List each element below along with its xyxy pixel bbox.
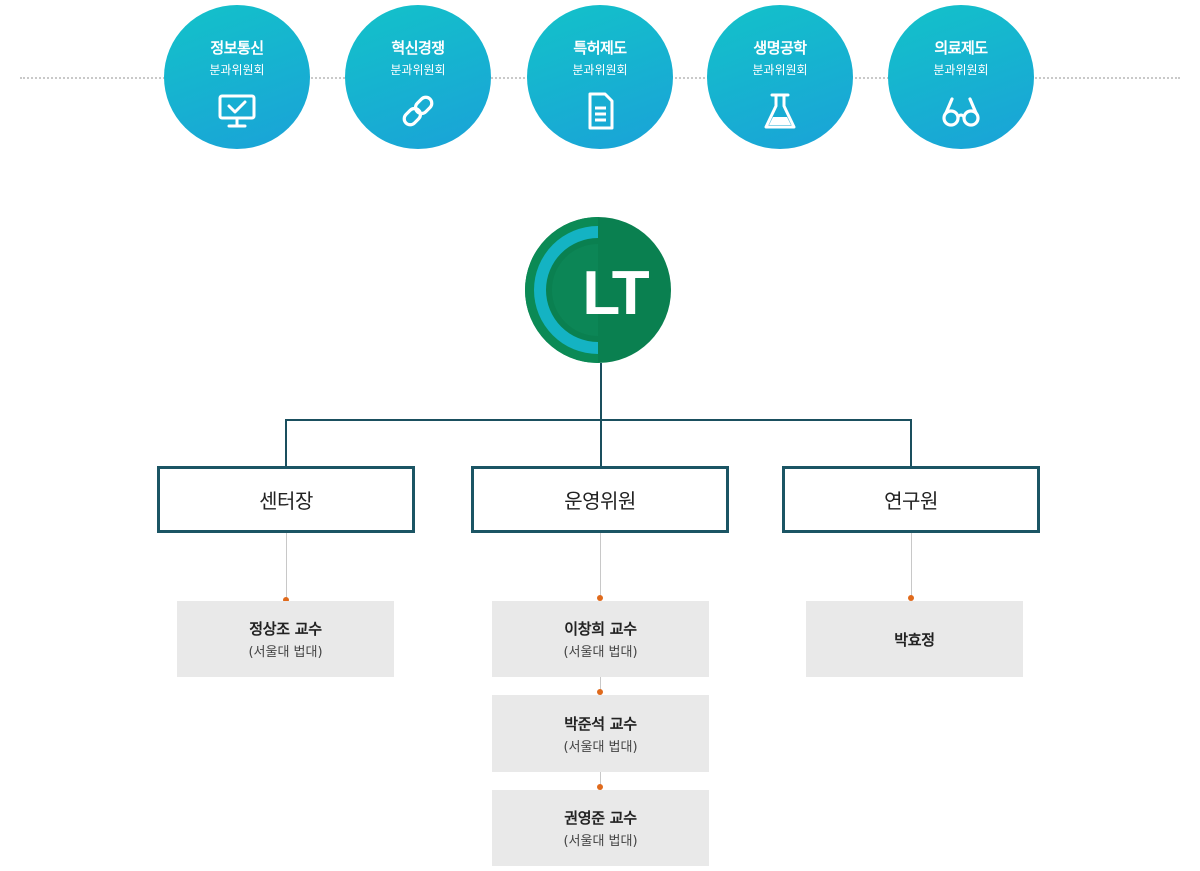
member-affiliation: (서울대 법대) (563, 739, 638, 755)
connector-dot (597, 595, 603, 601)
committee-title: 특허제도 (573, 39, 627, 57)
member-card: 박효정 (806, 601, 1023, 677)
committee-title: 혁신경쟁 (391, 39, 445, 57)
member-card: 권영준 교수 (서울대 법대) (492, 790, 709, 866)
member-name: 박준석 교수 (564, 714, 637, 733)
connector-dot (908, 595, 914, 601)
member-affiliation: (서울대 법대) (563, 645, 638, 660)
committee-subtitle: 분과위원회 (209, 63, 265, 77)
committee-title: 생명공학 (753, 39, 807, 57)
member-card: 정상조 교수 (서울대 법대) (177, 601, 394, 677)
connector-horizontal (285, 419, 912, 421)
connector-dot (597, 689, 603, 695)
committee-title: 정보통신 (210, 39, 264, 57)
glasses-icon (942, 97, 980, 127)
committee-circle-patent[interactable]: 특허제도 분과위원회 (527, 5, 673, 149)
committee-circle-medical[interactable]: 의료제도 분과위원회 (888, 5, 1034, 149)
role-box-researcher[interactable]: 연구원 (782, 466, 1040, 533)
connector-left (285, 419, 287, 467)
connector-dot (283, 597, 289, 603)
monitor-check-icon (218, 94, 256, 128)
committee-subtitle: 분과위원회 (933, 63, 989, 77)
role-label: 운영위원 (564, 489, 636, 513)
committee-circle-innovation[interactable]: 혁신경쟁 분과위원회 (345, 5, 491, 149)
member-affiliation: (서울대 법대) (248, 645, 323, 660)
member-name: 이창희 교수 (564, 620, 637, 638)
lt-logo: LT (525, 217, 671, 363)
member-affiliation: (서울대 법대) (563, 834, 638, 849)
connector-trunk (600, 363, 602, 467)
connector-right (910, 419, 912, 467)
role-label: 연구원 (884, 489, 938, 513)
member-name: 권영준 교수 (564, 809, 637, 827)
member-connector (600, 677, 601, 695)
committee-subtitle: 분과위원회 (572, 63, 628, 77)
link-icon (402, 95, 434, 127)
committee-title: 의료제도 (934, 39, 988, 57)
committee-subtitle: 분과위원회 (390, 63, 446, 77)
role-box-steering[interactable]: 운영위원 (471, 466, 729, 533)
document-icon (588, 92, 614, 130)
member-connector (911, 533, 912, 600)
member-name: 정상조 교수 (249, 620, 322, 638)
role-label: 센터장 (259, 489, 313, 513)
member-connector (600, 533, 601, 600)
flask-icon (764, 93, 796, 129)
committee-circle-biotech[interactable]: 생명공학 분과위원회 (707, 5, 853, 149)
committee-subtitle: 분과위원회 (752, 63, 808, 77)
member-connector (286, 533, 287, 600)
member-card: 박준석 교수 (서울대 법대) (492, 695, 709, 772)
member-name: 박효정 (894, 630, 935, 649)
member-connector (600, 772, 601, 790)
role-box-director[interactable]: 센터장 (157, 466, 415, 533)
connector-dot (597, 784, 603, 790)
committee-circle-ict[interactable]: 정보통신 분과위원회 (164, 5, 310, 149)
logo-text: LT (582, 259, 649, 328)
member-card: 이창희 교수 (서울대 법대) (492, 601, 709, 677)
